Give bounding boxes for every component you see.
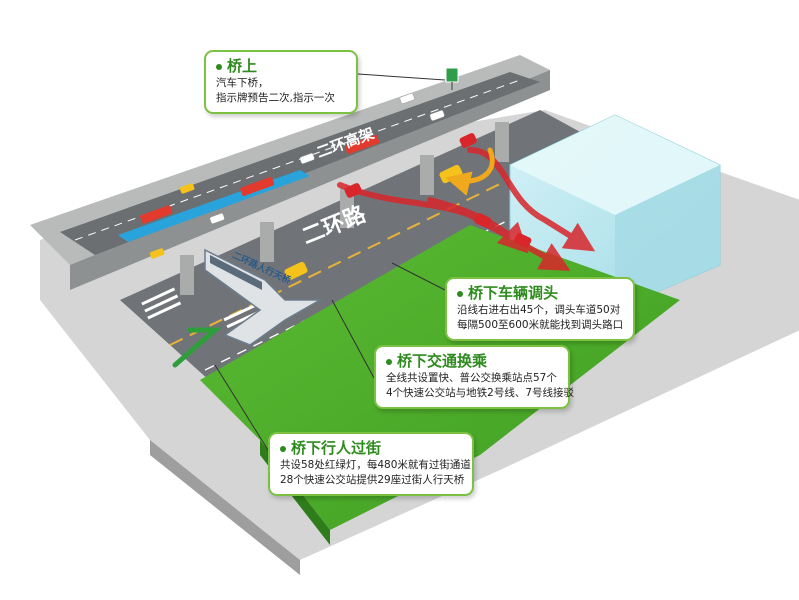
pedestrian-footbridge	[204, 248, 323, 346]
bullet-dot-icon	[457, 290, 463, 297]
callout-line: 全线共设置快、普公交换乘站点57个	[386, 372, 557, 384]
u-turn-arrows	[337, 147, 596, 271]
callout-line: 共设58处红绿灯，每480米就有过街通道	[280, 459, 471, 471]
callout-on-bridge: 桥上 汽车下桥， 指示牌预告二次,指示一次	[204, 50, 358, 114]
callout-line: 汽车下桥，	[216, 77, 269, 89]
pedestrian-path	[172, 327, 222, 368]
callout-title: 桥下车辆调头	[457, 284, 623, 303]
bullet-dot-icon	[216, 63, 222, 70]
callout-transfer: 桥下交通换乘 全线共设置快、普公交换乘站点57个 4个快速公交站与地铁2号线、7…	[374, 345, 575, 409]
callout-line: 沿线右进右出45个，调头车道50对	[457, 304, 621, 316]
callout-title: 桥下交通换乘	[386, 352, 558, 371]
callout-line: 4个快速公交站与地铁2号线、7号线接驳	[386, 387, 575, 399]
callout-line: 每隔500至600米就能找到调头路口	[457, 319, 624, 331]
bullet-dot-icon	[386, 358, 392, 365]
sign-gantry	[445, 67, 459, 90]
callout-u-turn: 桥下车辆调头 沿线右进右出45个，调头车道50对 每隔500至600米就能找到调…	[445, 277, 635, 341]
callout-title: 桥上	[216, 57, 346, 76]
leader-lines	[214, 73, 446, 451]
viaduct-piers	[180, 122, 509, 295]
bullet-dot-icon	[280, 445, 286, 452]
guide-arrow	[445, 147, 495, 196]
callout-pedestrian: 桥下行人过街 共设58处红绿灯，每480米就有过街通道 28个快速公交站提供29…	[268, 432, 474, 496]
callout-line: 指示牌预告二次,指示一次	[216, 92, 335, 104]
callout-line: 28个快速公交站提供29座过街人行天桥	[280, 474, 465, 486]
callout-title: 桥下行人过街	[280, 439, 462, 458]
viaduct-vehicles	[140, 93, 445, 259]
